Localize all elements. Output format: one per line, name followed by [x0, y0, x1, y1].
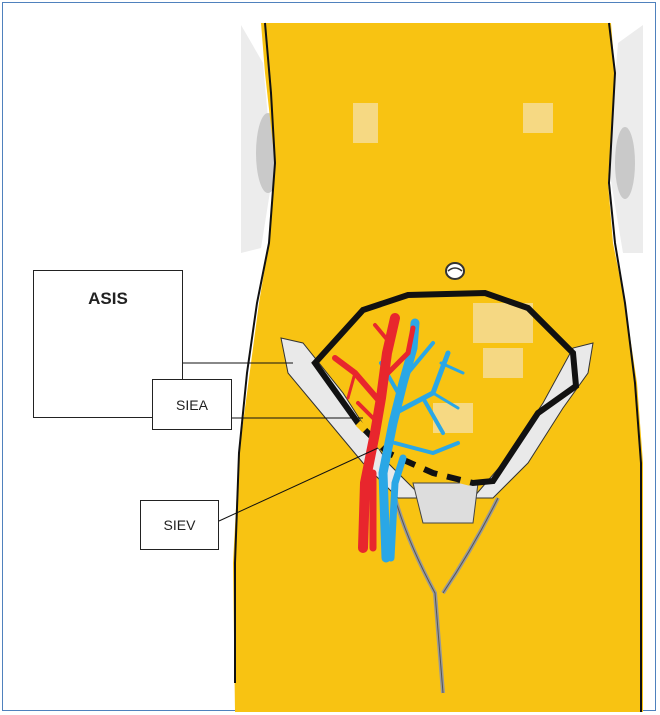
siev-label: SIEV [164, 517, 196, 533]
asis-label: ASIS [88, 289, 128, 309]
siev-label-box: SIEV [140, 500, 219, 550]
siea-label-box: SIEA [152, 379, 232, 430]
siea-label: SIEA [176, 397, 208, 413]
umbilicus-icon [446, 263, 464, 279]
